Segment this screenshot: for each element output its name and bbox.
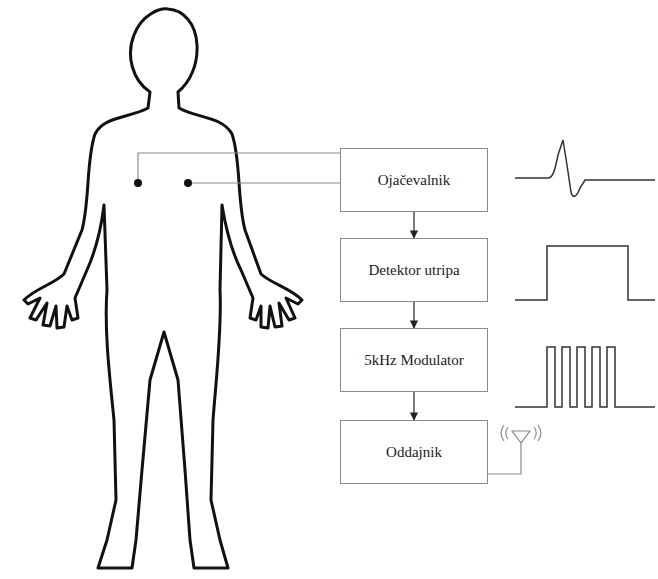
modulated-waveform (515, 347, 655, 407)
flow-arrow (413, 392, 414, 420)
flow-arrow (413, 212, 414, 238)
electrode-leads (134, 153, 340, 187)
electrode-dot (184, 179, 192, 187)
lead-wire (188, 182, 340, 183)
pulse-waveform (515, 246, 655, 300)
process-box: 5kHz Modulator (340, 328, 488, 392)
flow-arrow (413, 302, 414, 328)
process-box: Detektor utripa (340, 238, 488, 302)
human-outline (24, 9, 302, 568)
electrode-dot (134, 179, 142, 187)
box-label: Oddajnik (386, 444, 442, 461)
process-box: Oddajnik (340, 420, 488, 484)
box-label: Ojačevalnik (378, 172, 450, 189)
box-label: 5kHz Modulator (364, 352, 464, 369)
box-label: Detektor utripa (368, 262, 459, 279)
ecg-waveform (515, 140, 655, 196)
process-box: Ojačevalnik (340, 148, 488, 212)
antenna-symbol (488, 425, 541, 474)
lead-wire (138, 153, 340, 183)
